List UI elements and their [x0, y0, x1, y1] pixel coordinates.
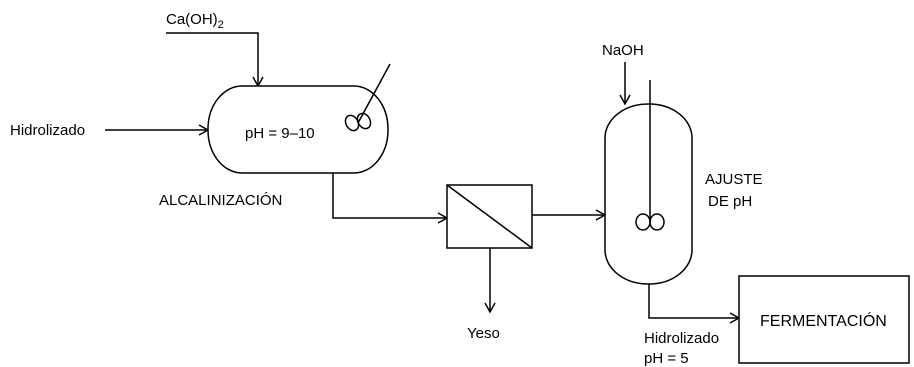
output-stream-label-line1: Hidrolizado	[644, 330, 719, 347]
alkalinization-to-filter-arrow	[332, 173, 449, 224]
calcium-hydroxide-arrow	[166, 32, 264, 88]
calcium-hydroxide-feed: Ca(OH)2	[166, 11, 264, 88]
filter-diagonal	[446, 184, 533, 249]
alkalinization-ph-label: pH = 9–10	[245, 125, 315, 142]
alkalinization-vessel	[207, 85, 389, 174]
ph-adjust-label-line1: AJUSTE	[705, 171, 763, 188]
output-stream-label-line2: pH = 5	[644, 350, 689, 367]
ph-adjustment-agitator-icon	[635, 80, 665, 231]
ph-adjustment-tank	[604, 80, 693, 285]
ph-adjustment-vessel	[604, 103, 693, 285]
fermentation-unit: FERMENTACIÓN	[738, 275, 910, 364]
fermentation-box	[738, 275, 910, 364]
sodium-hydroxide-label: NaOH	[602, 42, 644, 59]
hydrolysate-feed: Hidrolizado	[10, 122, 210, 139]
fermentation-label: FERMENTACIÓN	[760, 311, 887, 330]
ph-adjust-label-line2: DE pH	[708, 193, 752, 210]
hydrolysate-feed-label: Hidrolizado	[10, 122, 85, 139]
filter	[446, 184, 533, 249]
adjust-to-fermentation-arrow	[648, 284, 741, 324]
gypsum-label: Yeso	[467, 325, 500, 342]
alkalinization-agitator-icon	[344, 63, 391, 132]
alkalinization-tank: pH = 9–10	[207, 63, 391, 174]
calcium-hydroxide-label: Ca(OH)2	[166, 11, 224, 31]
alkalinization-unit-label: ALCALINIZACIÓN	[159, 192, 282, 209]
